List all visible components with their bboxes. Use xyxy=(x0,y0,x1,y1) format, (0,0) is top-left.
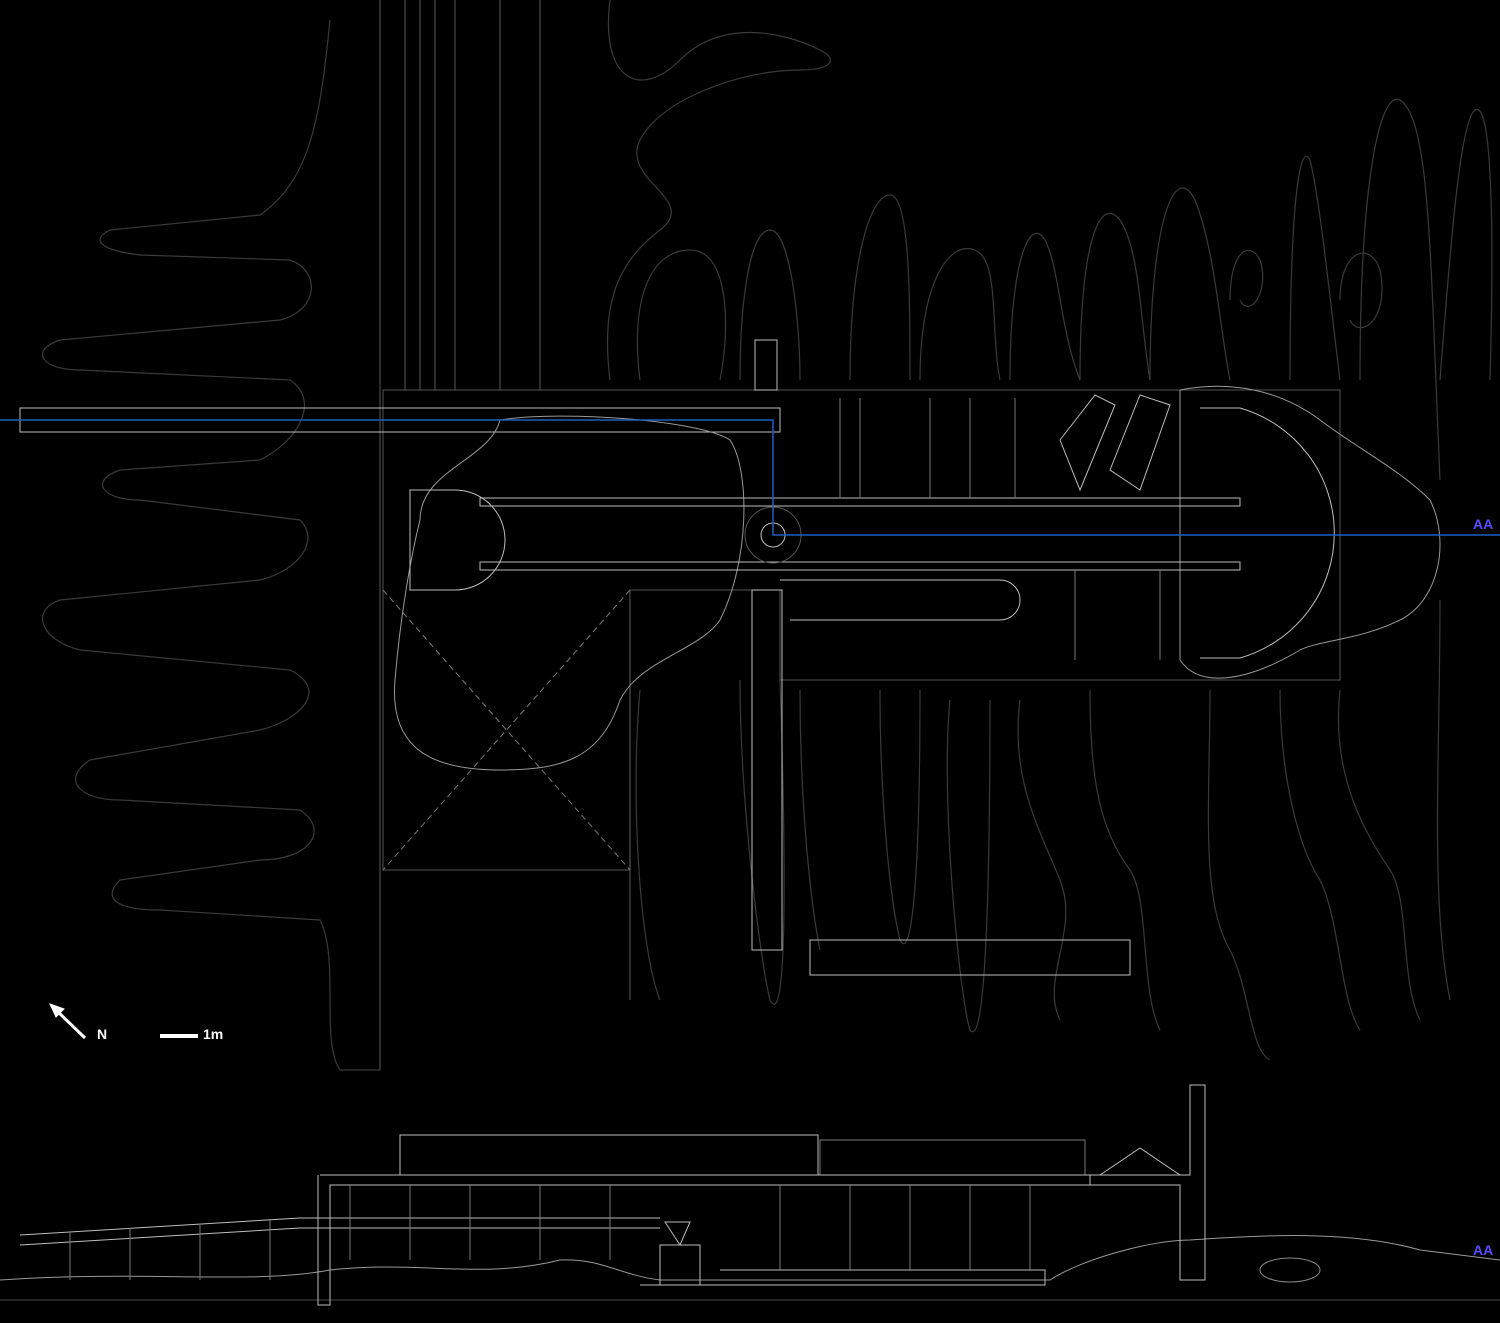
section-line-aa xyxy=(0,419,1500,536)
terrain-contours xyxy=(41,0,1493,1071)
scale-bar xyxy=(160,1034,198,1038)
north-arrow-icon xyxy=(49,1003,87,1040)
scale-label: 1m xyxy=(203,1026,224,1042)
north-label: N xyxy=(97,1026,108,1042)
section-marker-plan: AA xyxy=(1473,516,1494,532)
section-aa xyxy=(0,1084,1500,1306)
section-marker-section: AA xyxy=(1473,1242,1494,1258)
floor-plan xyxy=(19,339,1441,976)
